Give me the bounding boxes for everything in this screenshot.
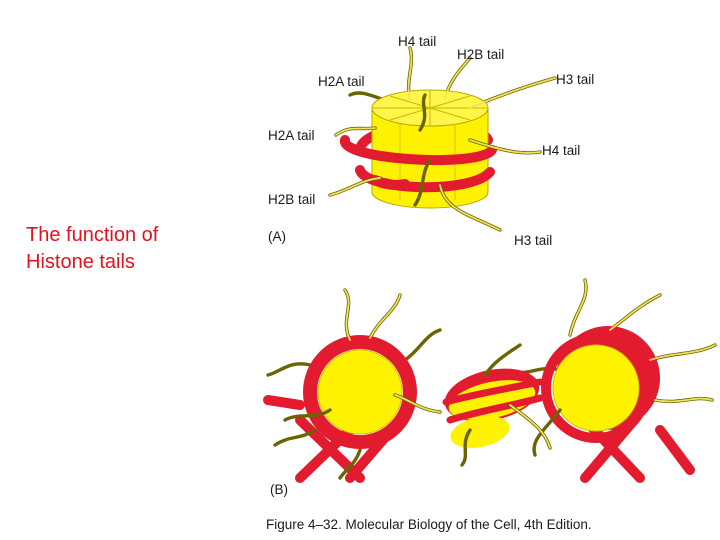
label-h4-tail-right: H4 tail <box>542 143 580 158</box>
label-h3-tail-bottom: H3 tail <box>514 233 552 248</box>
slide-title-line-1: The function of <box>26 224 159 246</box>
panel-a-label: (A) <box>268 229 286 244</box>
panel-b-label: (B) <box>270 482 288 497</box>
panel-b-chromatin-fiber: (B) <box>263 278 717 497</box>
label-h2b-tail-top: H2B tail <box>457 47 504 62</box>
slide-title: The function of Histone tails <box>26 222 236 276</box>
nucleosome-right <box>541 326 660 443</box>
label-h4-tail-top: H4 tail <box>398 34 436 49</box>
dna-wrap-front <box>340 135 497 193</box>
label-h2a-tail-left: H2A tail <box>268 128 315 143</box>
figure-caption: Figure 4–32. Molecular Biology of the Ce… <box>266 517 592 532</box>
label-h2a-tail-upper: H2A tail <box>318 74 365 89</box>
nucleosome-middle <box>442 368 544 448</box>
panel-b-tails-front <box>283 279 716 467</box>
panel-a-nucleosome: H4 tail H2B tail H2A tail H3 tail H2A ta… <box>268 34 594 248</box>
label-h2b-tail-left: H2B tail <box>268 192 315 207</box>
slide-title-line-2: Histone tails <box>26 251 135 273</box>
nucleosome-left <box>303 335 417 449</box>
histone-tails-front <box>328 47 556 232</box>
label-h3-tail-right: H3 tail <box>556 72 594 87</box>
